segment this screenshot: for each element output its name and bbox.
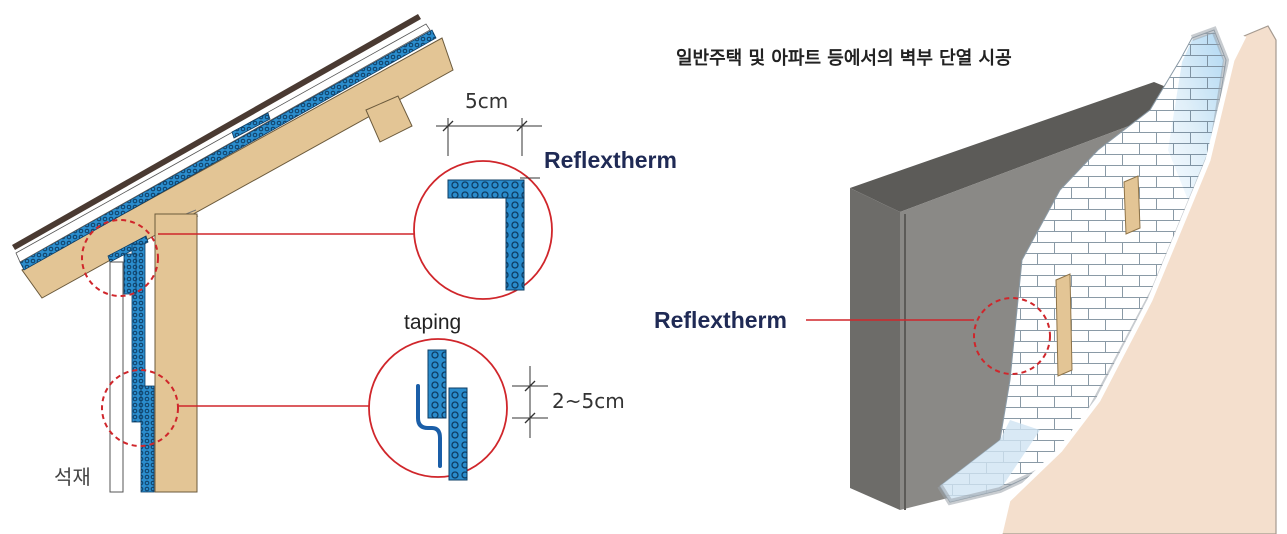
overlap-insulation-upper [427,349,447,419]
concrete-side-face [850,188,900,510]
wall-section [109,213,198,493]
stone-label: 석재 [54,465,91,489]
taping-label: taping [404,311,461,334]
wall-stud [154,213,198,493]
roof-inner-insulation [231,112,271,139]
roof-covering [12,14,421,250]
detail-corner [413,160,553,300]
diagram-title: 일반주택 및 아파트 등에서의 벽부 단열 시공 [676,48,1012,69]
insulation-blue-tint-bottom [940,420,1040,502]
purlin [365,95,413,143]
roof-membrane [15,23,431,263]
wall-insulation-top-small [123,253,137,295]
taping-strip [416,384,442,468]
corner-insulation-vertical [505,197,525,291]
brand-label-top: Reflextherm [544,147,677,173]
roof-section [12,14,454,299]
concrete-top-face [850,82,1198,212]
wall-insulation-lower [140,385,155,493]
dimension-top: 5cm [436,89,542,156]
dimension-gap-label: 2~5cm [552,389,625,413]
dimension-top-label: 5cm [465,89,508,113]
wood-batten-lower [1055,273,1073,377]
detail-overlap [368,338,508,481]
callout-circle-bottom [101,369,179,447]
overlap-insulation-lower [448,387,468,481]
callout-circle-top [81,219,159,297]
dimension-gap: 2~5cm [512,366,625,438]
corner-insulation-horizontal [447,179,525,199]
callout-circle-wall [973,297,1051,375]
wall-3d [850,25,1277,534]
wood-batten-upper [1123,175,1141,235]
insulation-blue-tint-brick [1168,32,1224,200]
roof-inner-insulation-2 [107,235,149,263]
roof-insulation-strip [19,29,437,271]
finishing-board-edge [997,34,1247,534]
rafter [21,37,454,299]
brand-label-right: Reflextherm [654,307,787,333]
